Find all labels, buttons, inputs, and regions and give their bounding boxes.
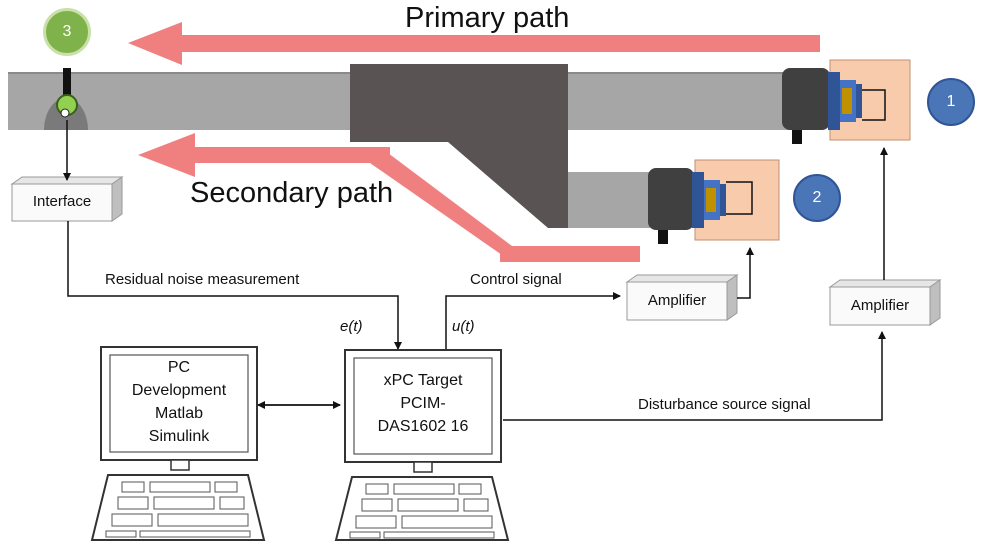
xpc-line: xPC Target xyxy=(383,372,463,389)
secondary-path-arrow xyxy=(138,133,640,262)
dev-pc-line: PC xyxy=(167,359,191,376)
interface-label: Interface xyxy=(32,193,92,210)
control-signal-label: Control signal xyxy=(470,271,562,288)
speaker-2-assembly xyxy=(648,159,780,244)
xpc-target-pc xyxy=(334,349,510,541)
microphone-icon xyxy=(44,68,88,130)
speaker-badge-1: 1 xyxy=(927,78,975,126)
primary-path-arrow xyxy=(128,22,820,65)
speaker-badge-2: 2 xyxy=(793,174,841,222)
xpc-screen-text: xPC Target PCIM- DAS1602 16 xyxy=(354,369,492,438)
xpc-line: DAS1602 16 xyxy=(377,418,469,435)
speaker-1-assembly xyxy=(782,59,911,144)
interface-box xyxy=(10,176,124,222)
disturbance-signal-label: Disturbance source signal xyxy=(638,396,811,413)
branch-duct xyxy=(568,172,650,228)
secondary-path-label: Secondary path xyxy=(190,177,394,209)
xpc-line: PCIM- xyxy=(400,395,446,412)
dev-pc-line: Development xyxy=(131,382,227,399)
signal-lines xyxy=(63,120,888,421)
residual-noise-label: Residual noise measurement xyxy=(105,271,300,288)
control-variable-label: u(t) xyxy=(452,318,475,335)
dev-pc-line: Matlab xyxy=(154,405,204,422)
amplifier-disturbance-label: Amplifier xyxy=(850,297,910,314)
amplifier-control-box xyxy=(625,274,739,321)
error-signal-label: e(t) xyxy=(340,318,363,335)
amplifier-control-label: Amplifier xyxy=(647,292,707,309)
dev-pc-line: Simulink xyxy=(148,428,210,445)
microphone-badge-3: 3 xyxy=(43,8,91,56)
amplifier-disturbance-box xyxy=(828,279,942,326)
primary-path-label: Primary path xyxy=(405,2,570,34)
development-pc xyxy=(90,346,266,541)
dev-pc-screen-text: PC Development Matlab Simulink xyxy=(110,356,248,448)
